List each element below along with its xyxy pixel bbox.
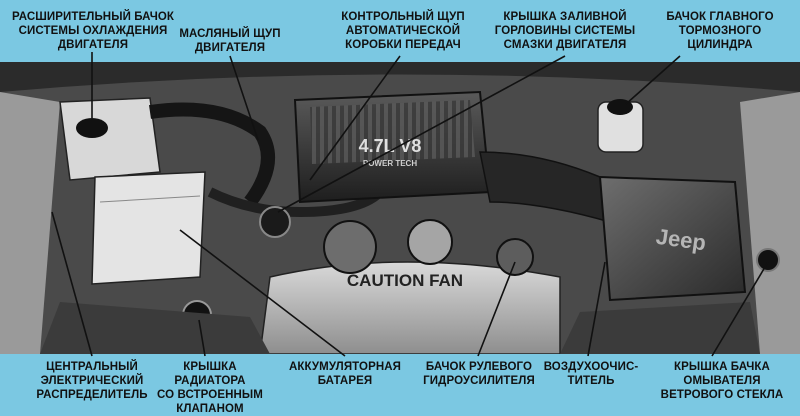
central-distributor-line: [99, 195, 201, 203]
label-expansion-tank: РАСШИРИТЕЛЬНЫЙ БАЧОК СИСТЕМЫ ОХЛАЖДЕНИЯ …: [11, 11, 175, 51]
central-distributor-shape: [91, 171, 206, 285]
fan-shroud-text: CAUTION FAN: [347, 271, 463, 290]
label-battery: АККУМУЛЯТОРНАЯ БАТАРЕЯ: [288, 361, 402, 387]
label-radiator-cap: КРЫШКА РАДИАТОРА СО ВСТРОЕННЫМ КЛАПАНОМ: [157, 361, 263, 415]
alternator: [407, 219, 453, 265]
brake-reservoir-cap: [607, 99, 633, 115]
oil-filler-cap-shape: [259, 206, 291, 238]
lower-right-frame: [560, 302, 760, 354]
left-fender: [0, 92, 60, 354]
power-steering-pump: [496, 238, 534, 276]
label-power-steering-reservoir: БАЧОК РУЛЕВОГО ГИДРОУСИЛИТЕЛЯ: [423, 361, 535, 387]
washer-cap-shape: [756, 248, 780, 272]
upper-hose: [149, 102, 275, 207]
hood-edge: [0, 62, 800, 92]
label-oil-dipstick: МАСЛЯНЫЙ ЩУП ДВИГАТЕЛЯ: [179, 28, 281, 54]
expansion-tank-cap: [76, 118, 108, 138]
label-oil-filler-cap: КРЫШКА ЗАЛИВНОЙ ГОРЛОВИНЫ СИСТЕМЫ СМАЗКИ…: [494, 11, 636, 51]
pulley-left: [323, 220, 377, 274]
label-washer-reservoir-cap: КРЫШКА БАЧКА ОМЫВАТЕЛЯ ВЕТРОВОГО СТЕКЛА: [660, 361, 784, 401]
expansion-tank-shape: [59, 97, 161, 181]
label-brake-master-reservoir: БАЧОК ГЛАВНОГО ТОРМОЗНОГО ЦИЛИНДРА: [666, 11, 774, 51]
label-transmission-dipstick: КОНТРОЛЬНЫЙ ЩУП АВТОМАТИЧЕСКОЙ КОРОБКИ П…: [341, 11, 465, 51]
engine-cover-subbadge: POWER TECH: [363, 159, 417, 168]
label-central-distributor: ЦЕНТРАЛЬНЫЙ ЭЛЕКТРИЧЕСКИЙ РАСПРЕДЕЛИТЕЛЬ: [36, 361, 148, 401]
engine-cover-badge: 4.7L V8: [359, 136, 422, 156]
engine-bay-illustration: 4.7L V8 POWER TECH Jeep CAUTION FAN: [0, 62, 800, 354]
label-air-cleaner: ВОЗДУХООЧИС- ТИТЕЛЬ: [543, 361, 639, 387]
